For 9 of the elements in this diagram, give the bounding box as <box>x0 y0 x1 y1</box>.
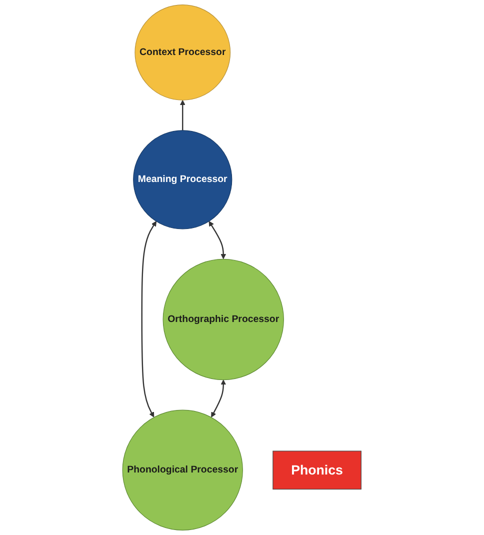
arrow <box>211 380 226 418</box>
node-circle: Meaning Processor <box>133 130 232 230</box>
node-box: Phonics <box>272 450 362 490</box>
arrow <box>141 221 157 418</box>
arrow <box>208 221 226 260</box>
arrow <box>180 100 186 130</box>
node-circle: Context Processor <box>134 4 231 100</box>
node-circle: Phonological Processor <box>122 410 244 530</box>
node-circle: Orthographic Processor <box>162 258 284 380</box>
